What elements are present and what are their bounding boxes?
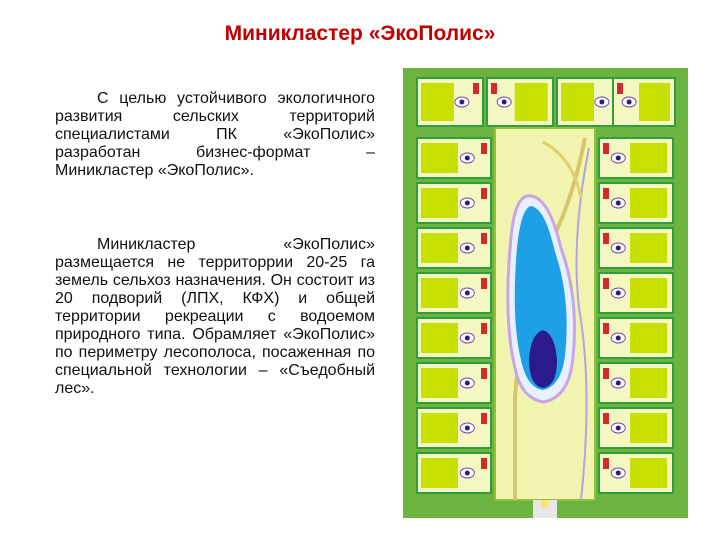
house-marker (603, 323, 609, 334)
house-marker (603, 368, 609, 379)
garden-bed (421, 368, 458, 398)
garden-bed (421, 188, 458, 218)
house-marker (617, 83, 623, 94)
plot-pond-center (464, 380, 470, 386)
garden-bed (630, 233, 668, 263)
garden-bed (630, 368, 668, 398)
garden-bed (421, 323, 458, 353)
plot-pond-center (464, 290, 470, 296)
garden-bed (421, 233, 458, 263)
house-marker (481, 323, 487, 334)
house-marker (481, 188, 487, 199)
description-paragraph: Миникластер «ЭкоПолис» размещается не те… (55, 236, 375, 397)
entrance-marker (541, 500, 549, 508)
garden-bed (630, 413, 668, 443)
house-marker (481, 413, 487, 424)
garden-bed (630, 188, 668, 218)
garden-bed (421, 143, 458, 173)
house-marker (603, 143, 609, 154)
plot-pond-center (501, 99, 507, 105)
plot-pond-center (615, 290, 621, 296)
plot-pond-center (464, 335, 470, 341)
garden-bed (630, 278, 668, 308)
house-marker (603, 278, 609, 289)
intro-paragraph: С целью устойчивого экологичного развити… (55, 90, 375, 179)
house-marker (603, 458, 609, 469)
plot-pond-center (615, 380, 621, 386)
garden-bed (630, 458, 668, 488)
house-marker (603, 233, 609, 244)
plot-pond-center (464, 155, 470, 161)
house-marker (481, 278, 487, 289)
page-title: Миникластер «ЭкоПолис» (224, 22, 496, 45)
plot-pond-center (599, 99, 605, 105)
pond-deep-zone (529, 330, 557, 388)
garden-bed (639, 83, 671, 121)
garden-bed (561, 83, 594, 121)
garden-bed (421, 458, 458, 488)
house-marker (481, 233, 487, 244)
garden-bed (630, 143, 668, 173)
garden-bed (421, 413, 458, 443)
plot-pond-center (615, 245, 621, 251)
garden-bed (421, 83, 454, 121)
garden-bed (630, 323, 668, 353)
plot-pond-center (464, 200, 470, 206)
entrance-gate (533, 500, 557, 518)
house-marker (491, 83, 497, 94)
plot-pond-center (464, 470, 470, 476)
stream-path (575, 147, 590, 501)
plot-pond-center (464, 425, 470, 431)
garden-bed (514, 83, 548, 121)
plot-pond-center (464, 245, 470, 251)
plot-pond-center (615, 335, 621, 341)
plot-pond-center (615, 200, 621, 206)
house-marker (603, 188, 609, 199)
site-plan-drawing (403, 68, 688, 518)
garden-bed (421, 278, 458, 308)
plot-pond-center (459, 99, 465, 105)
house-marker (481, 368, 487, 379)
house-marker (473, 83, 479, 94)
garden-path (542, 140, 583, 199)
homestead-plots (416, 77, 676, 494)
plot-pond-center (615, 155, 621, 161)
cluster-site-plan (403, 68, 688, 518)
plot-pond-center (626, 99, 632, 105)
house-marker (603, 413, 609, 424)
plot-pond-center (615, 425, 621, 431)
house-marker (481, 143, 487, 154)
plot-pond-center (615, 470, 621, 476)
house-marker (481, 458, 487, 469)
